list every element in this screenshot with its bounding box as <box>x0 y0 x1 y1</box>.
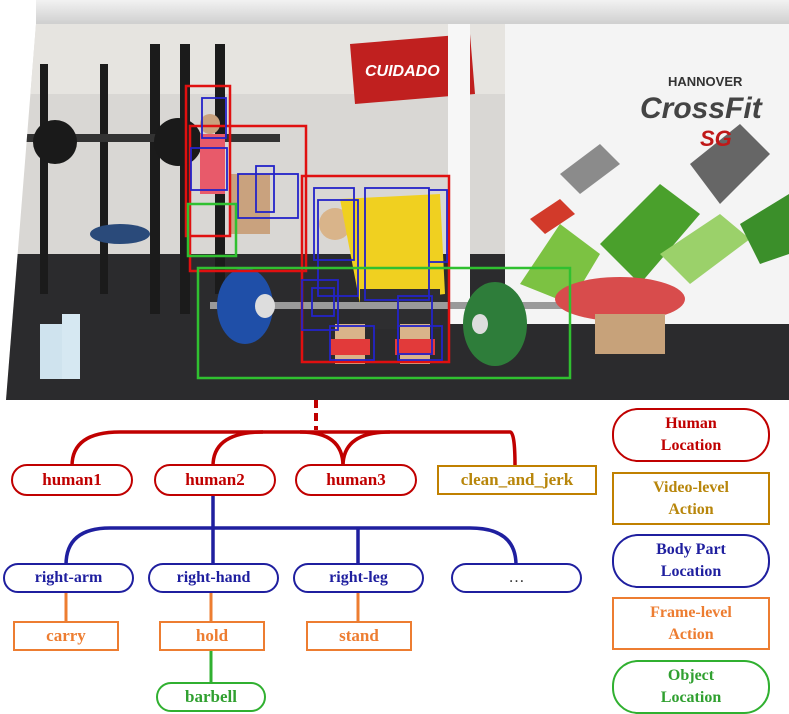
barbell-node: barbell <box>156 682 266 712</box>
barbell-bar <box>210 302 590 309</box>
object-box <box>186 202 238 258</box>
human-arch-outer <box>70 430 517 467</box>
background-person <box>90 224 150 244</box>
video-action-node: clean_and_jerk <box>437 465 597 495</box>
legend-video-action: Video-level Action <box>612 472 770 525</box>
body-part-box <box>397 325 443 361</box>
barbell-box <box>196 266 572 380</box>
rack-post <box>150 44 160 314</box>
lifter-shoe <box>395 339 435 355</box>
gym-photo: HANNOVER CrossFit SG CUIDADO <box>6 24 789 400</box>
background-person-head <box>200 114 220 134</box>
barbell-plate-left <box>217 268 273 344</box>
lifter-head <box>319 208 351 240</box>
body-part-box <box>329 325 375 361</box>
rack-post <box>40 64 48 294</box>
hold-node: hold <box>159 621 265 651</box>
human-arch-3b <box>341 430 391 467</box>
warning-sign <box>350 34 475 104</box>
lifter-shoe <box>330 339 370 355</box>
body-part-box <box>311 287 335 317</box>
red-mat <box>555 277 685 321</box>
bottle <box>40 324 62 379</box>
stand-node: stand <box>306 621 412 651</box>
frame-connectors <box>64 593 360 622</box>
legend-human-line1: Human <box>665 415 717 432</box>
bottle <box>62 314 80 379</box>
body-part-box <box>255 165 275 213</box>
right-arm-node: right-arm <box>3 563 134 593</box>
human1-node: human1 <box>11 464 133 496</box>
tree-connectors <box>64 400 518 683</box>
body-part-box <box>237 173 299 219</box>
legend-body-line2: Location <box>660 563 722 580</box>
legend-object-line2: Location <box>660 689 722 706</box>
box <box>595 314 665 354</box>
barbell-hub-left <box>255 294 275 318</box>
lifter-shirt <box>340 194 445 304</box>
body-part-box <box>397 295 433 355</box>
object-boxes <box>186 202 572 380</box>
human-arch-3 <box>299 430 345 467</box>
legend-frame-line2: Action <box>668 625 714 643</box>
brand-main-text: CrossFit <box>640 92 764 125</box>
brand-sub-text: SG <box>700 126 732 151</box>
graffiti-green-2 <box>600 184 700 284</box>
body-part-box <box>190 147 228 191</box>
right-hand-box <box>301 279 339 331</box>
legend-frame-line1: Frame-level <box>650 603 732 621</box>
photo-top-frame <box>36 0 789 24</box>
human3-node: human3 <box>295 464 417 496</box>
barbell-plate-right <box>463 282 527 366</box>
human2-node: human2 <box>154 464 276 496</box>
pillar <box>448 24 470 324</box>
legend-human-line2: Location <box>660 437 722 454</box>
rack-bar <box>20 134 280 142</box>
body-part-box <box>313 187 355 261</box>
legend-video-line1: Video-level <box>653 478 729 496</box>
graffiti-gray-2 <box>560 144 620 194</box>
warning-sign-text: CUIDADO <box>365 63 440 80</box>
body-part-boxes <box>190 97 448 361</box>
human3-box <box>188 124 308 273</box>
legend-object-line1: Object <box>667 667 715 684</box>
plate <box>33 120 77 164</box>
legend-frame-action: Frame-level Action <box>612 597 770 650</box>
human-arch-2 <box>211 430 264 467</box>
right-hand-node: right-hand <box>148 563 279 593</box>
legend-object-location: Object Location <box>612 660 770 714</box>
body-part-box <box>201 97 227 139</box>
rack-post <box>100 64 108 294</box>
brand-city-text: HANNOVER <box>668 74 743 89</box>
legend-bodypart-location: Body Part Location <box>612 534 770 588</box>
barbell-hub-right <box>472 314 488 334</box>
graffiti-green-3 <box>660 214 750 284</box>
carry-node: carry <box>13 621 119 651</box>
annotation-hierarchy: human1 human2 human3 clean_and_jerk righ… <box>0 400 789 714</box>
background-person-body <box>200 134 225 194</box>
more-bodyparts-node: … <box>451 563 582 593</box>
bodypart-arch <box>64 526 518 566</box>
body-part-box <box>428 189 448 263</box>
graffiti-green-4 <box>740 194 789 264</box>
gym-scene: HANNOVER CrossFit SG CUIDADO <box>6 24 789 400</box>
human1-box <box>184 84 232 238</box>
human-connectors <box>70 430 517 467</box>
right-leg-node: right-leg <box>293 563 424 593</box>
legend-video-line2: Action <box>668 500 714 518</box>
graffiti-gray <box>690 124 770 204</box>
graffiti-red <box>530 199 575 234</box>
bodypart-connectors <box>64 496 518 566</box>
legend-body-line1: Body Part <box>656 541 726 558</box>
legend-human-location: Human Location <box>612 408 770 462</box>
